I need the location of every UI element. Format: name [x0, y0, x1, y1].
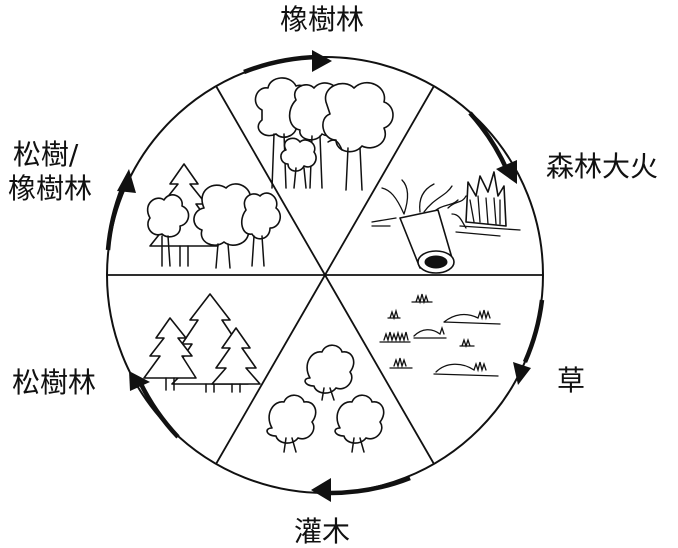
- oak-forest-illustration: [254, 77, 394, 191]
- grass-illustration: [379, 293, 501, 377]
- shrub-illustration: [266, 344, 385, 453]
- stage-label-mixed-line1: 松樹/: [13, 138, 79, 171]
- arrowhead-mixed: [117, 169, 136, 193]
- spoke-2: [324, 85, 435, 276]
- arrowhead-oak: [312, 50, 332, 72]
- mixed-forest-illustration: [146, 163, 282, 269]
- arrow-arc-grass: [522, 299, 545, 363]
- stage-label-grass: 草: [557, 364, 585, 397]
- stage-label-mixed-line2: 橡樹林: [8, 172, 92, 205]
- arrowhead-pine: [129, 371, 150, 391]
- stage-label-shrub: 灌木: [294, 515, 350, 548]
- spoke-5: [215, 274, 326, 465]
- arrowhead-fire: [496, 160, 517, 184]
- stage-label-pine: 松樹林: [12, 366, 96, 399]
- forest-fire-illustration: [371, 171, 521, 274]
- pine-forest-illustration: [143, 293, 261, 393]
- arrowhead-grass: [513, 362, 531, 385]
- arrowhead-shrub: [311, 478, 331, 502]
- stage-label-mixed: 松樹/ 橡樹林: [8, 138, 92, 205]
- stage-label-oak: 橡樹林: [280, 3, 364, 36]
- cycle-arrows: [105, 50, 545, 502]
- spoke-1: [215, 85, 326, 276]
- spoke-4: [324, 274, 435, 465]
- stage-label-fire: 森林大火: [546, 150, 658, 183]
- arrow-arc-shrub: [329, 475, 411, 496]
